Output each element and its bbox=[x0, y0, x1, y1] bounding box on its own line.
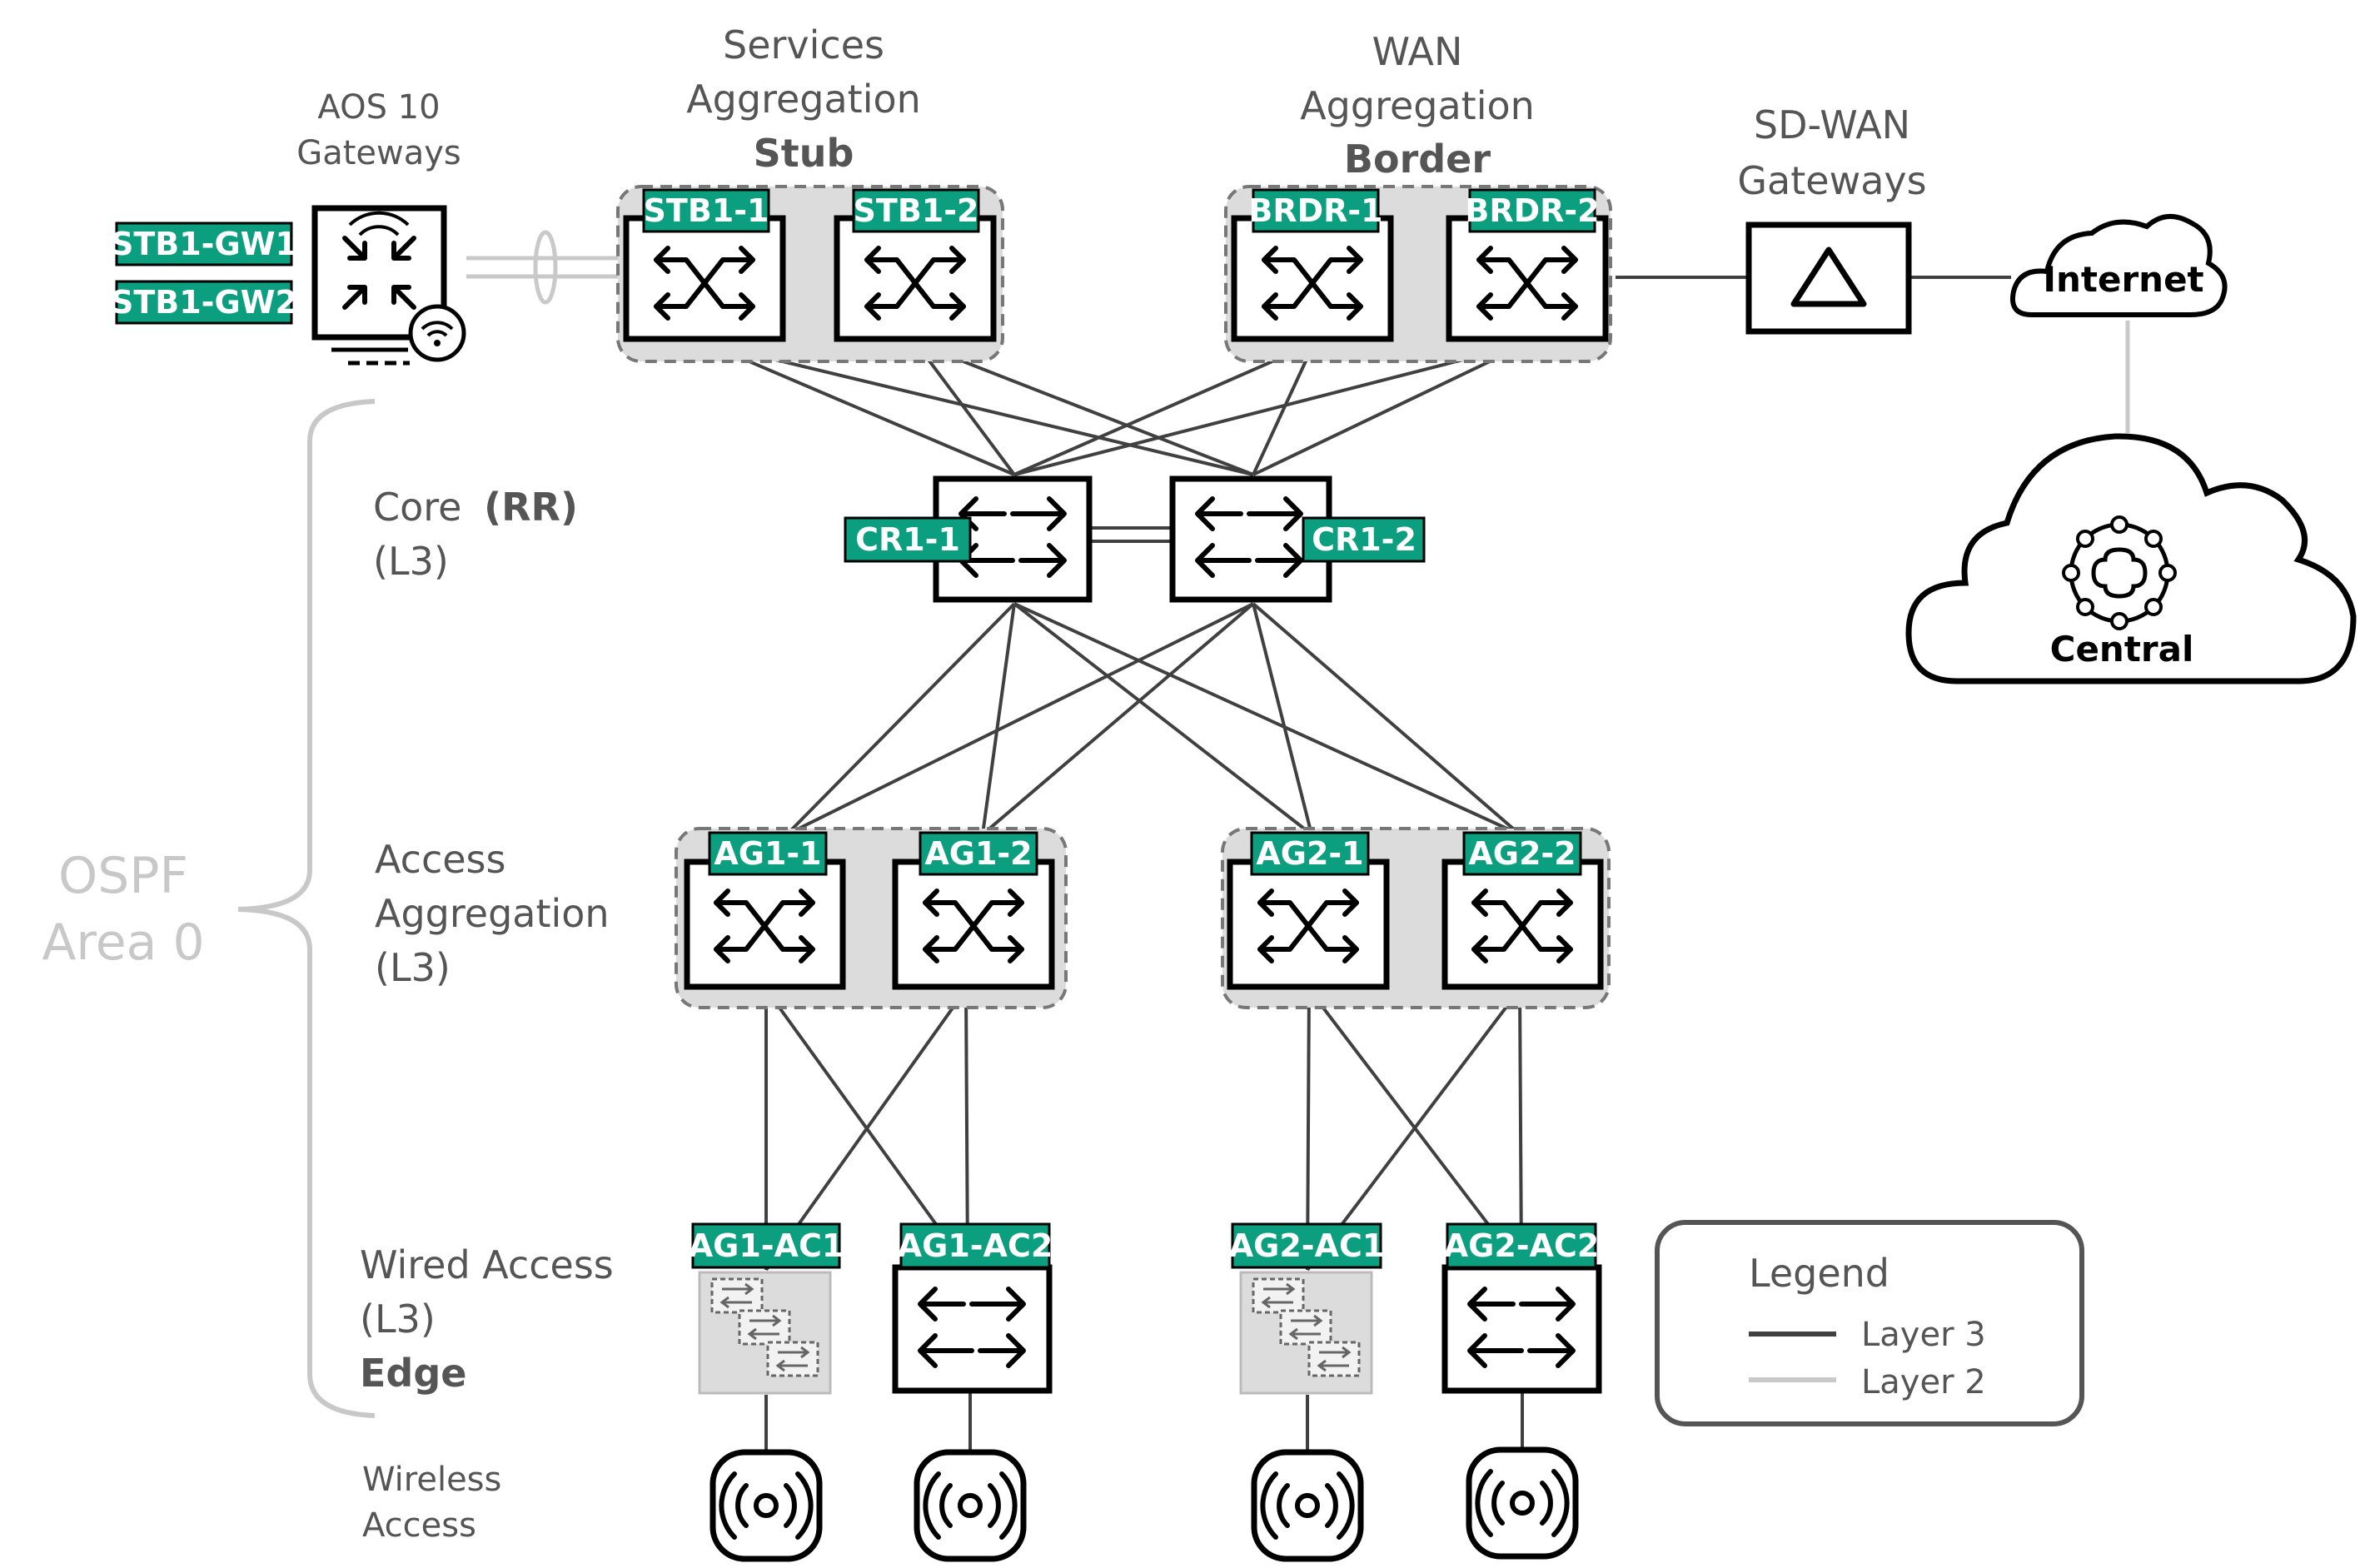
stb2-label: STB1-2 bbox=[854, 192, 979, 229]
svg-text:Core (RR): Core (RR) bbox=[373, 485, 578, 530]
ag2ac2-tag bbox=[1446, 1222, 1597, 1269]
brdr1-switch bbox=[1231, 215, 1394, 342]
stb1-switch bbox=[623, 215, 786, 342]
ag11-switch bbox=[684, 859, 846, 990]
ag2ac1-label: AG2-AC1 bbox=[1229, 1227, 1385, 1264]
internet-label: Internet bbox=[2043, 259, 2203, 300]
ag21-tag bbox=[1250, 831, 1370, 876]
brdr2-tag bbox=[1468, 188, 1596, 233]
wan-tier-label-1: WAN bbox=[1372, 29, 1463, 74]
brdr1-label: BRDR-1 bbox=[1248, 192, 1382, 229]
access-agg-label-3: (L3) bbox=[375, 945, 451, 990]
gw2-tag bbox=[115, 280, 293, 325]
access-point-4 bbox=[1469, 1450, 1576, 1556]
cr2-label: CR1-2 bbox=[1312, 521, 1416, 558]
wired-role-label: Edge bbox=[360, 1351, 466, 1396]
services-role-label: Stub bbox=[754, 131, 854, 176]
access-agg-label-1: Access bbox=[375, 837, 505, 882]
ag2ac1-tag bbox=[1231, 1222, 1382, 1269]
ospf-label-1: OSPF bbox=[58, 847, 188, 905]
legend-title: Legend bbox=[1749, 1251, 1889, 1296]
ag21-label: AG2-1 bbox=[1256, 835, 1363, 872]
central-cloud bbox=[1905, 433, 2357, 684]
gateways-tier-label-2: Gateways bbox=[296, 134, 461, 172]
gw1-label: STB1-GW1 bbox=[111, 226, 297, 262]
core-layer-label: (L3) bbox=[373, 539, 449, 584]
cr1-tag bbox=[844, 516, 972, 563]
ospf-brace bbox=[237, 399, 376, 1418]
gw1-tag bbox=[115, 222, 293, 266]
ag11-tag bbox=[708, 831, 828, 876]
brdr2-label: BRDR-2 bbox=[1465, 192, 1599, 229]
wired-access-label-2: (L3) bbox=[360, 1297, 436, 1342]
ag21-switch bbox=[1227, 859, 1390, 990]
ag1ac2-tag bbox=[899, 1222, 1051, 1269]
sdwan-tier-label-1: SD-WAN bbox=[1754, 102, 1910, 147]
services-tier-label-1: Services bbox=[723, 22, 884, 67]
access-agg-label-2: Aggregation bbox=[375, 891, 610, 936]
access-point-1 bbox=[713, 1452, 819, 1559]
legend-box bbox=[1655, 1220, 2084, 1426]
gw2-label: STB1-GW2 bbox=[111, 284, 297, 321]
sdwan-tier-label-2: Gateways bbox=[1737, 158, 1926, 203]
access-point-3 bbox=[1254, 1452, 1361, 1559]
ag2ac2-label: AG2-AC2 bbox=[1444, 1227, 1600, 1264]
wan-role-label: Border bbox=[1344, 137, 1491, 182]
ag11-label: AG1-1 bbox=[714, 835, 821, 872]
stb2-switch bbox=[834, 215, 997, 342]
sdwan-gateway bbox=[1745, 222, 1912, 335]
wan-tier-label-2: Aggregation bbox=[1300, 83, 1535, 128]
stb1-label: STB1-1 bbox=[644, 192, 769, 229]
cr2-tag bbox=[1302, 516, 1426, 563]
legend-layer3-label: Layer 3 bbox=[1861, 1316, 1986, 1354]
ag1ac2-switch bbox=[892, 1264, 1053, 1394]
ag22-tag bbox=[1462, 831, 1582, 876]
ag12-switch bbox=[892, 859, 1055, 990]
brdr2-switch bbox=[1446, 215, 1609, 342]
gateways-tier-label-1: AOS 10 bbox=[317, 88, 440, 127]
ag2ac1-stack bbox=[1239, 1271, 1373, 1395]
layer3-links bbox=[705, 276, 2011, 1451]
ag1ac2-label: AG1-AC2 bbox=[898, 1227, 1053, 1264]
access-point-2 bbox=[917, 1452, 1023, 1559]
cr1-label: CR1-1 bbox=[855, 521, 960, 558]
services-tier-label-2: Aggregation bbox=[686, 77, 921, 122]
internet-cloud bbox=[2010, 214, 2228, 317]
stb2-tag bbox=[852, 188, 980, 233]
ag1ac1-tag bbox=[691, 1222, 841, 1269]
ag22-label: AG2-2 bbox=[1468, 835, 1576, 872]
ag12-tag bbox=[919, 831, 1038, 876]
core-role-label: (RR) bbox=[484, 485, 578, 530]
brdr1-tag bbox=[1252, 188, 1380, 233]
ag12-label: AG1-2 bbox=[924, 835, 1032, 872]
wireless-access-label-1: Wireless bbox=[362, 1461, 501, 1499]
ospf-label-2: Area 0 bbox=[42, 913, 204, 972]
stb1-tag bbox=[642, 188, 770, 233]
wireless-access-label-2: Access bbox=[362, 1506, 476, 1545]
ag22-switch bbox=[1441, 859, 1604, 990]
ag1ac1-label: AG1-AC1 bbox=[689, 1227, 844, 1264]
core-tier-label: Core bbox=[373, 485, 461, 530]
gateway-device bbox=[311, 205, 466, 366]
ag2ac2-switch bbox=[1441, 1264, 1602, 1394]
wired-access-label-1: Wired Access bbox=[360, 1242, 614, 1287]
central-label: Central bbox=[2050, 629, 2194, 670]
legend-layer2-label: Layer 2 bbox=[1861, 1363, 1986, 1401]
ag1ac1-stack bbox=[698, 1271, 832, 1395]
